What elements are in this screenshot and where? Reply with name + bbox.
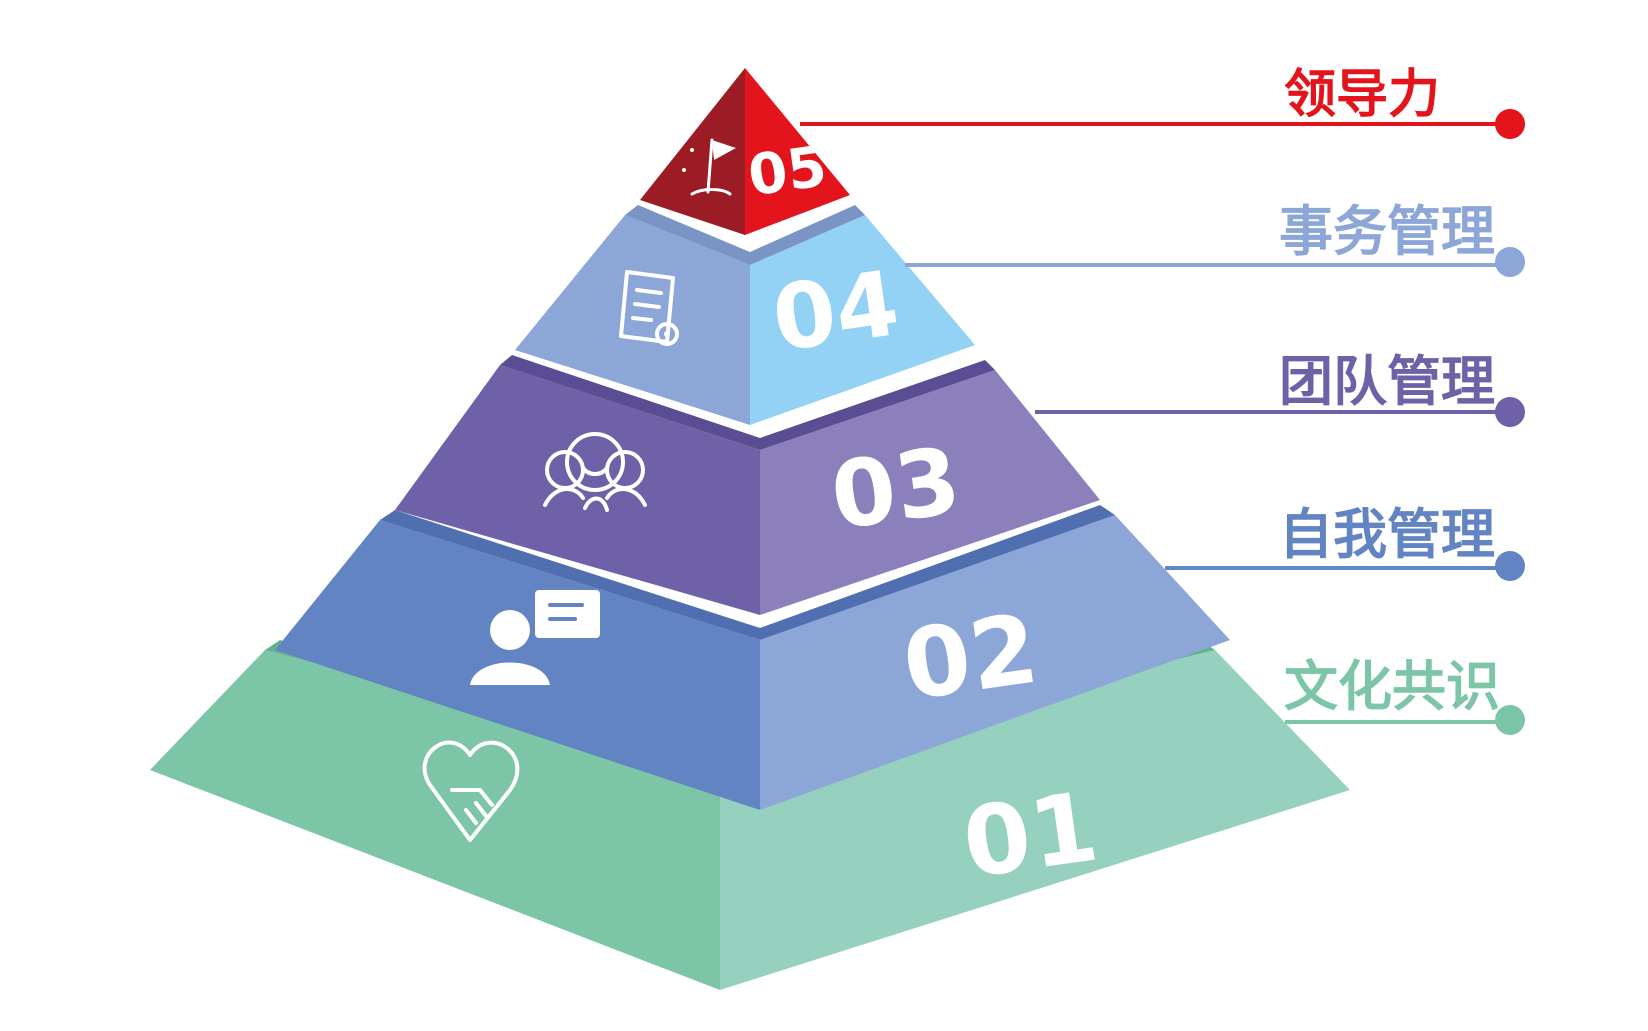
level-04-number: 04 — [766, 251, 905, 372]
labels: 领导力 事务管理 团队管理 自我管理 文化共识 — [1279, 65, 1500, 718]
label-05: 领导力 — [1284, 65, 1440, 125]
level-03: 03 — [395, 355, 1100, 615]
flag-icon — [682, 138, 736, 196]
connector-dot-05 — [1495, 109, 1525, 139]
level-02-number: 02 — [896, 593, 1044, 723]
level-05-number: 05 — [744, 134, 830, 209]
level-04-left-face — [515, 215, 750, 425]
level-04-top-edge — [625, 205, 865, 265]
connector-dot-03 — [1495, 397, 1525, 427]
level-02-right-face — [760, 515, 1230, 810]
level-01-number: 01 — [956, 771, 1104, 901]
level-05-right-face — [745, 68, 850, 235]
document-gear-icon — [619, 270, 679, 346]
team-people-icon — [543, 432, 647, 512]
label-04: 事务管理 — [1279, 200, 1495, 263]
level-05: 05 — [640, 68, 850, 235]
label-01: 文化共识 — [1284, 655, 1500, 718]
handshake-heart-icon — [422, 740, 520, 842]
connector-dot-02 — [1495, 551, 1525, 581]
level-04-right-face — [750, 215, 975, 425]
connectors — [800, 109, 1525, 735]
connector-dot-01 — [1495, 705, 1525, 735]
level-02: 02 — [275, 505, 1230, 810]
level-04: 04 — [515, 205, 975, 425]
level-03-top-edge — [500, 355, 995, 450]
level-03-right-face — [760, 370, 1100, 615]
label-02: 自我管理 — [1279, 503, 1495, 566]
level-03-number: 03 — [825, 427, 967, 551]
person-presentation-icon — [470, 590, 600, 685]
label-03: 团队管理 — [1279, 350, 1495, 413]
connector-dot-04 — [1495, 247, 1525, 277]
